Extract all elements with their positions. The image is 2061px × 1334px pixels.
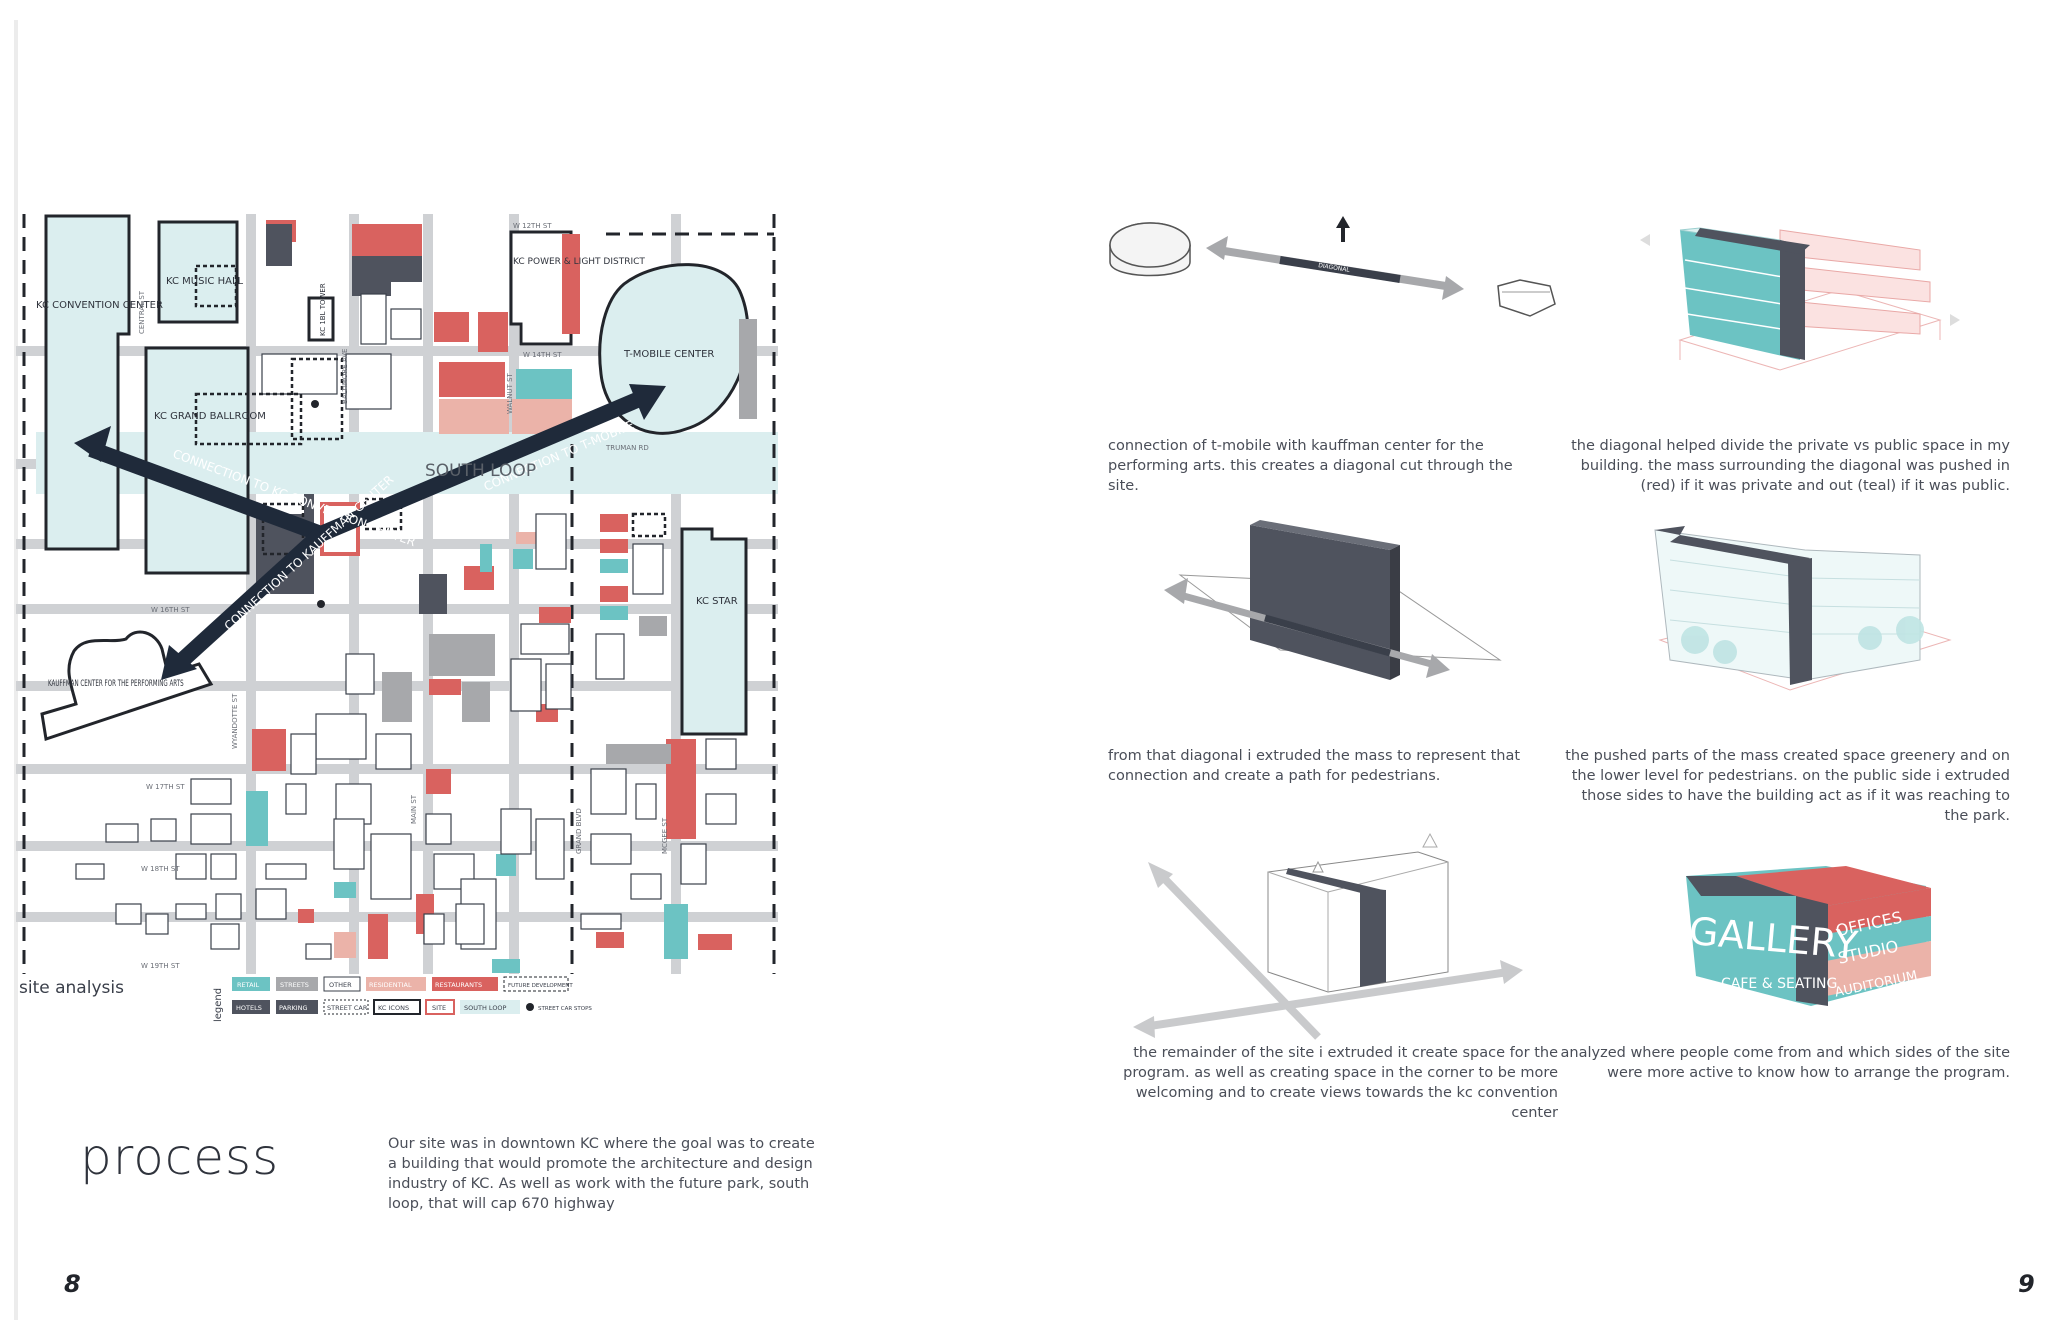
svg-text:WYANDOTTE ST: WYANDOTTE ST bbox=[231, 693, 239, 749]
tower bbox=[307, 296, 335, 342]
diagram-program-arrangement: GALLERY CAFE & SEATING OFFICES STUDIO AU… bbox=[1686, 866, 1931, 1006]
label-cafe: CAFE & SEATING bbox=[1721, 976, 1837, 992]
caption-diagram-4: the pushed parts of the mass created spa… bbox=[1565, 748, 2010, 824]
power-light-district bbox=[509, 230, 573, 346]
svg-text:STREET CAR STOPS: STREET CAR STOPS bbox=[538, 1006, 592, 1012]
svg-text:MAIN ST: MAIN ST bbox=[410, 794, 418, 824]
label-kc-star: KC STAR bbox=[696, 596, 738, 607]
convention-center bbox=[44, 214, 131, 551]
svg-text:W 12TH ST: W 12TH ST bbox=[513, 222, 552, 230]
caption-diagram-3: from that diagonal i extruded the mass t… bbox=[1108, 748, 1521, 784]
diagram-greenery-extrusion bbox=[1654, 526, 1952, 691]
diagram-private-public-split bbox=[1640, 227, 1960, 371]
kc-star bbox=[680, 527, 748, 736]
site-analysis-map: CONNECTION TO KC CONVENTION CENTER CONNE… bbox=[16, 214, 778, 974]
map-legend: legend RETAIL STREETS OTHER RESIDENTIAL … bbox=[213, 976, 592, 1022]
svg-text:RESIDENTIAL: RESIDENTIAL bbox=[369, 981, 412, 989]
svg-text:STREETS: STREETS bbox=[280, 981, 309, 989]
legend-title: legend bbox=[213, 988, 224, 1022]
label-convention-center: KC CONVENTION CENTER bbox=[36, 300, 163, 311]
site-analysis-label: site analysis bbox=[19, 978, 124, 998]
svg-text:MCGEE ST: MCGEE ST bbox=[661, 817, 669, 854]
label-south-loop: SOUTH LOOP bbox=[425, 461, 536, 481]
caption-diagram-5: the remainder of the site i extruded it … bbox=[1123, 1045, 1558, 1121]
label-kauffman: KAUFFMAN CENTER FOR THE PERFORMING ARTS bbox=[48, 678, 184, 689]
svg-text:RETAIL: RETAIL bbox=[237, 981, 259, 989]
svg-text:PARKING: PARKING bbox=[279, 1004, 308, 1012]
svg-text:HOTELS: HOTELS bbox=[236, 1004, 262, 1012]
svg-text:FUTURE DEVELOPMENT: FUTURE DEVELOPMENT bbox=[508, 983, 573, 989]
diagram-diagonal-connection: DIAGONAL bbox=[1109, 216, 1556, 317]
svg-text:RESTAURANTS: RESTAURANTS bbox=[435, 981, 482, 989]
diagram-extruded-mass bbox=[1164, 520, 1502, 680]
svg-text:W 16TH ST: W 16TH ST bbox=[151, 606, 190, 614]
kauffman-center bbox=[40, 630, 214, 741]
page-number-right: 9 bbox=[2018, 1270, 2035, 1298]
svg-text:BALTIMORE AVE: BALTIMORE AVE bbox=[341, 349, 349, 404]
music-hall bbox=[157, 220, 239, 324]
diagram-program-massing bbox=[1133, 832, 1523, 1040]
label-tower: KC 1BL TOWER bbox=[319, 283, 327, 336]
diagonal-label: DIAGONAL bbox=[1318, 262, 1351, 274]
process-intro: Our site was in downtown KC where the go… bbox=[388, 1136, 815, 1212]
caption-diagram-1: connection of t-mobile with kauffman cen… bbox=[1108, 438, 1513, 494]
label-grand-ballroom: KC GRAND BALLROOM bbox=[154, 411, 266, 422]
svg-text:KC ICONS: KC ICONS bbox=[378, 1004, 409, 1012]
svg-text:W 19TH ST: W 19TH ST bbox=[141, 962, 180, 970]
label-tmobile: T-MOBILE CENTER bbox=[623, 349, 714, 360]
label-music-hall: KC MUSIC HALL bbox=[166, 276, 244, 287]
svg-text:W 18TH ST: W 18TH ST bbox=[141, 865, 180, 873]
caption-diagram-2: the diagonal helped divide the private v… bbox=[1571, 438, 2010, 494]
svg-text:SITE: SITE bbox=[432, 1004, 446, 1012]
grand-ballroom bbox=[144, 346, 250, 575]
svg-text:TRUMAN RD: TRUMAN RD bbox=[605, 444, 649, 452]
svg-text:SOUTH LOOP: SOUTH LOOP bbox=[464, 1004, 507, 1012]
book-spine bbox=[14, 20, 18, 1320]
label-power-light: KC POWER & LIGHT DISTRICT bbox=[513, 257, 645, 267]
page-number-left: 8 bbox=[64, 1270, 81, 1298]
process-title: process bbox=[80, 1128, 280, 1186]
svg-text:OTHER: OTHER bbox=[329, 981, 352, 989]
caption-diagram-6: analyzed where people come from and whic… bbox=[1560, 1045, 2010, 1081]
svg-text:GRAND BLVD: GRAND BLVD bbox=[575, 808, 583, 854]
svg-text:W 14TH ST: W 14TH ST bbox=[523, 351, 562, 359]
svg-text:WALNUT ST: WALNUT ST bbox=[506, 372, 514, 414]
svg-text:CENTRAL ST: CENTRAL ST bbox=[138, 290, 146, 334]
svg-text:STREET CAR: STREET CAR bbox=[327, 1004, 368, 1012]
svg-text:W 17TH ST: W 17TH ST bbox=[146, 783, 185, 791]
